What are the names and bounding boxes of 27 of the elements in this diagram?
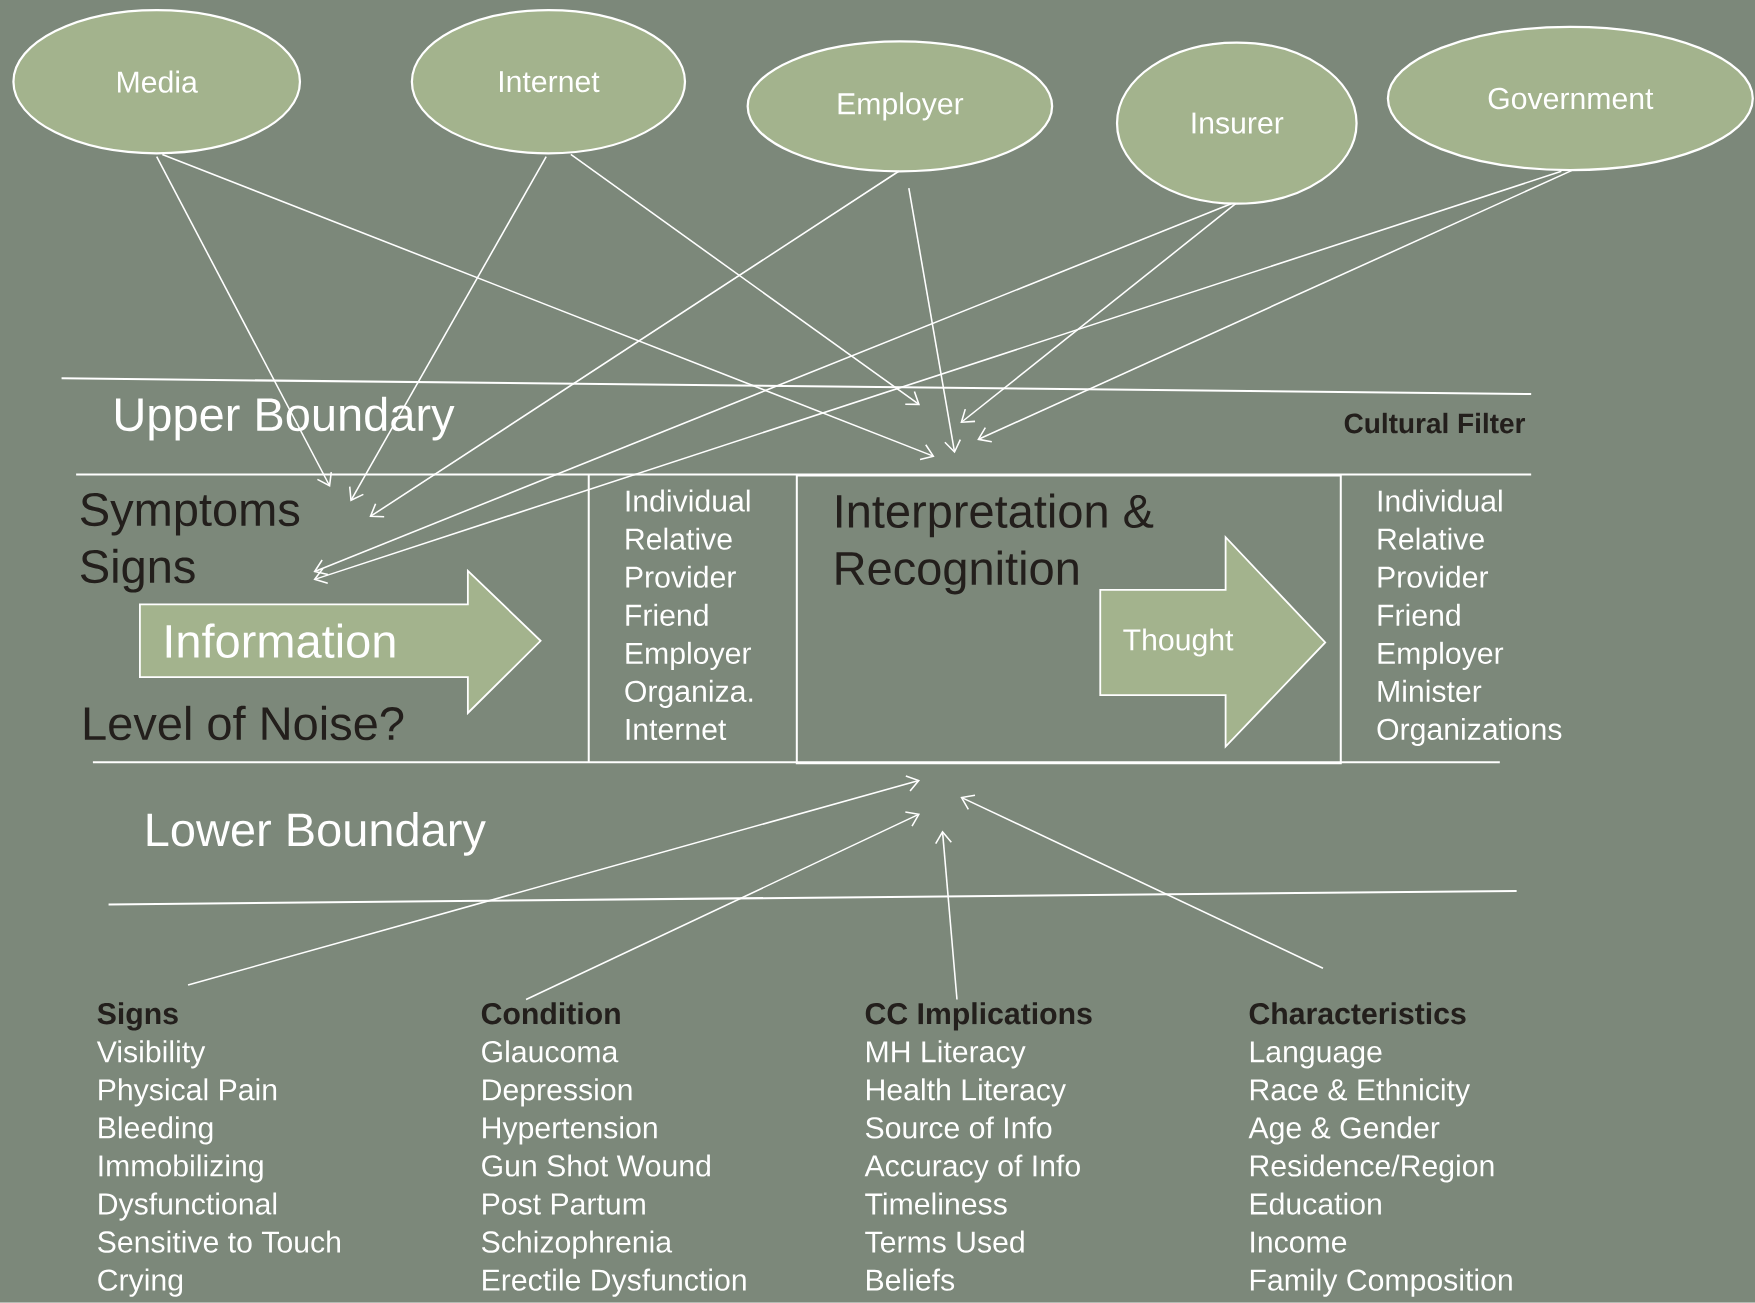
arrow — [525, 811, 921, 1001]
text-list: Individual Relative Provider Friend Employer Organiza. Internet — [625, 489, 753, 741]
ellipse-node: Government — [1386, 25, 1754, 172]
text-list: Individual Relative Provider Friend Employer Minister Organizations — [1377, 489, 1562, 747]
arrow — [161, 153, 935, 461]
arrow — [313, 203, 1232, 576]
arrow — [570, 153, 921, 406]
arrow — [960, 794, 1324, 970]
arrow — [960, 203, 1237, 424]
ellipse-node: Employer — [746, 40, 1054, 173]
arrow — [348, 156, 547, 502]
arrow — [313, 170, 1563, 585]
arrow — [934, 830, 958, 1001]
boundary-label: Cultural Filter — [1344, 412, 1526, 434]
text-list: Signs Visibility Physical Pain Bleeding Immobilizing Dysfunctional Sensitive to Touch Crying — [96, 1002, 340, 1297]
arrow — [977, 169, 1574, 443]
arrow — [187, 775, 921, 986]
arrow — [908, 187, 962, 454]
ellipse-node: Media — [12, 9, 302, 155]
arrow — [369, 170, 900, 518]
text-list: Characteristics Language Race & Ethnicity Age & Gender Residence/Region Education Income Family Composition — [1248, 1002, 1512, 1297]
ellipse-node: Insurer — [1115, 41, 1358, 205]
text-list: Condition Glaucoma Depression Hypertension Gun Shot Wound Post Partum Schizophrenia Erectile Dysfunction — [481, 1002, 746, 1297]
ellipse-node: Internet — [410, 9, 687, 155]
arrow — [155, 156, 333, 487]
text-list: CC Implications MH Literacy Health Literacy Source of Info Accuracy of Info Timeliness Terms Used Beliefs — [864, 1002, 1092, 1291]
boundary-label: Lower Boundary — [147, 812, 486, 856]
